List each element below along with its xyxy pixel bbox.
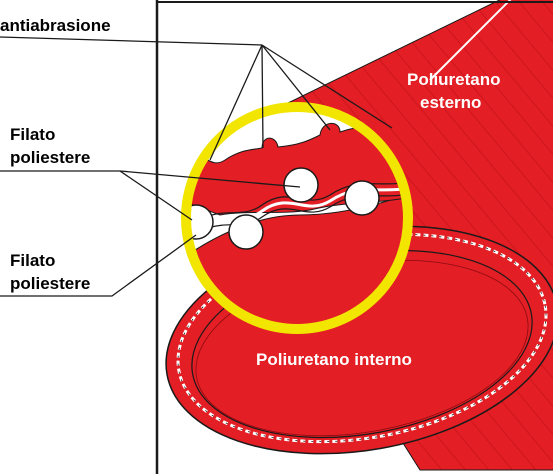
yarn-circle — [344, 180, 380, 216]
label-filato-2-line1: Filato — [10, 251, 56, 270]
highlight-ring — [181, 102, 413, 334]
label-filato-2-line2: poliestere — [10, 274, 91, 293]
magnified-detail — [181, 102, 413, 334]
label-poliuretano-esterno-line2: esterno — [420, 93, 482, 112]
label-filato-1-line1: Filato — [10, 125, 56, 144]
yarn-circle — [283, 167, 319, 203]
label-poliuretano-esterno-line1: Poliuretano — [407, 70, 501, 89]
label-antiabrasione: antiabrasione — [0, 16, 111, 35]
leader-lines — [0, 36, 393, 297]
yarn-circle — [228, 214, 264, 250]
label-filato-1-line2: poliestere — [10, 148, 91, 167]
label-poliuretano-interno: Poliuretano interno — [256, 350, 412, 369]
frame-content — [157, 0, 553, 474]
